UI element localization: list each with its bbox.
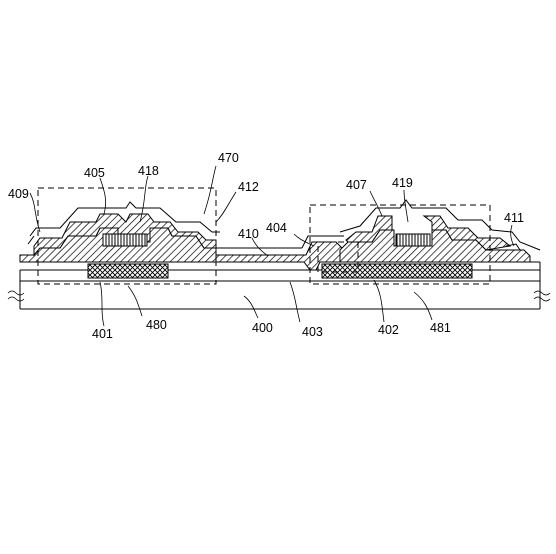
label-418: 418 <box>138 164 159 178</box>
label-402: 402 <box>378 323 399 337</box>
label-403: 403 <box>302 325 323 339</box>
right-transistor-layers <box>339 199 541 263</box>
label-405: 405 <box>84 166 105 180</box>
label-411: 411 <box>504 211 524 225</box>
reference-labels: 409 405 418 470 412 410 404 407 419 411 … <box>8 151 524 341</box>
label-407: 407 <box>346 178 367 192</box>
label-481: 481 <box>430 321 451 335</box>
label-419: 419 <box>392 176 413 190</box>
label-400: 400 <box>252 321 273 335</box>
label-409: 409 <box>8 187 29 201</box>
semiconductor-419 <box>395 233 431 247</box>
label-410: 410 <box>238 227 259 241</box>
left-transistor-layers <box>19 201 220 263</box>
gate-electrode-401 <box>87 263 169 279</box>
semiconductor-418 <box>102 233 148 247</box>
dashed-region-470 <box>37 187 217 285</box>
leader-lines <box>29 165 515 327</box>
dashed-contact-404 <box>317 241 359 273</box>
label-401: 401 <box>92 327 113 341</box>
dashed-region-481 <box>309 204 491 285</box>
label-404: 404 <box>266 221 287 235</box>
label-412: 412 <box>238 180 259 194</box>
label-480: 480 <box>146 318 167 332</box>
label-470: 470 <box>218 151 239 165</box>
gate-electrode-402 <box>321 263 473 279</box>
